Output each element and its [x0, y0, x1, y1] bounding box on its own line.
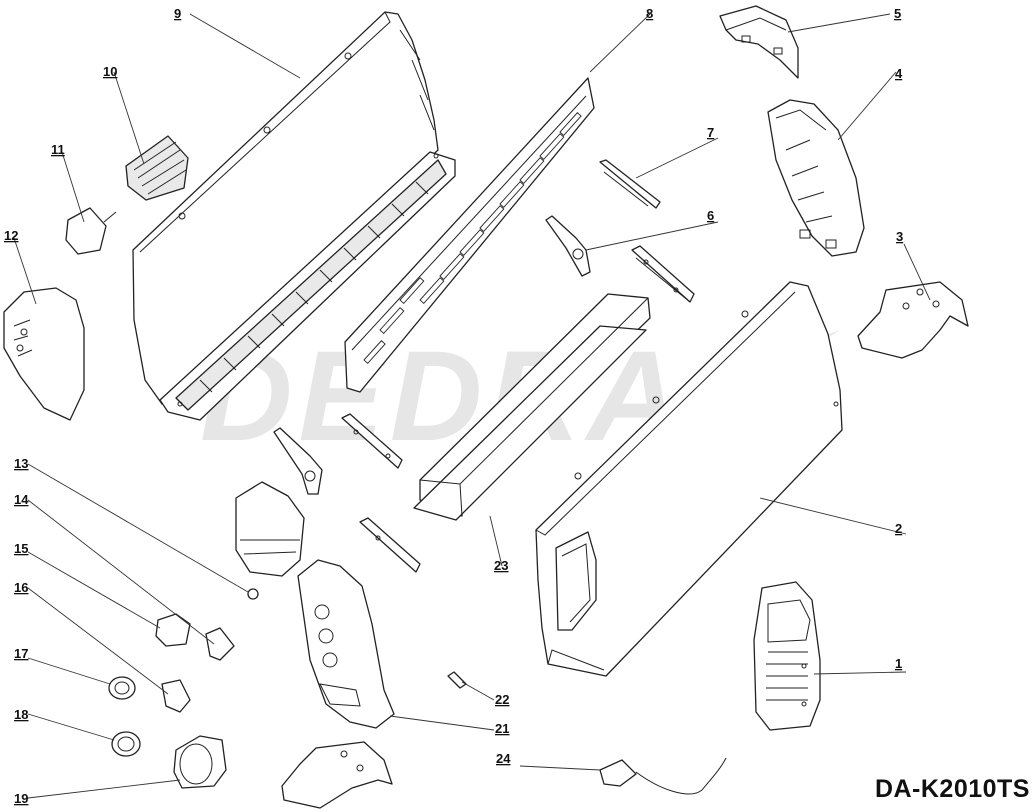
- callout-4: 4: [895, 66, 903, 81]
- part-11-thermal-fuse: [65, 207, 117, 255]
- part-14-connector: [205, 627, 235, 661]
- callout-17: 17: [14, 646, 28, 661]
- callout-21: 21: [495, 721, 509, 736]
- part-4-side-cover: [767, 99, 865, 257]
- callout-19: 19: [14, 791, 28, 806]
- mounting-rail-upper: [631, 245, 695, 303]
- callout-13: 13: [14, 456, 28, 471]
- callout-18: 18: [14, 707, 28, 722]
- part-21-control-bezel: [297, 559, 395, 729]
- callout-12: 12: [4, 228, 18, 243]
- part-8-slotted-grille: [344, 77, 595, 393]
- part-3-foot: [857, 281, 969, 359]
- callout-1: 1: [895, 656, 902, 671]
- callout-23: 23: [494, 558, 508, 573]
- part-19-fan-motor: [173, 735, 227, 789]
- callout-11: 11: [51, 142, 65, 157]
- part-2-rear-housing: [535, 281, 843, 677]
- part-18-knob-cap: [111, 731, 141, 757]
- callout-3: 3: [896, 229, 903, 244]
- callout-5: 5: [894, 6, 901, 21]
- thermostat-lever-left: [273, 427, 323, 495]
- part-16-clip: [161, 679, 191, 713]
- model-code-label: DA-K2010TS: [874, 775, 1030, 803]
- callout-2: 2: [895, 521, 902, 536]
- leader-lines: [13, 13, 931, 799]
- part-15-switch-block: [155, 613, 191, 647]
- part-22-pin: [447, 671, 467, 689]
- callout-7: 7: [707, 125, 714, 140]
- part-12-motor-housing: [3, 287, 85, 421]
- callout-9: 9: [174, 6, 181, 21]
- part-10-heating-coil: [125, 135, 189, 201]
- part-7-bracket: [599, 159, 661, 209]
- fan-shroud: [235, 481, 305, 577]
- callout-16: 16: [14, 580, 28, 595]
- part-13-pilot-lamp: [247, 588, 259, 600]
- callout-22: 22: [495, 692, 509, 707]
- bottom-foot: [281, 741, 393, 809]
- callout-24: 24: [496, 751, 511, 766]
- callout-6: 6: [707, 208, 714, 223]
- callout-10: 10: [103, 64, 117, 79]
- part-9-front-panel: [132, 11, 456, 421]
- callout-15: 15: [14, 541, 28, 556]
- callout-8: 8: [646, 6, 653, 21]
- part-5-end-cap: [719, 5, 799, 79]
- mounting-bracket-lower-mid: [359, 517, 421, 573]
- part-23-heating-channel: [413, 293, 651, 521]
- part-6-thermostat-lever: [545, 215, 591, 277]
- part-17-knob: [108, 676, 136, 700]
- part-1-control-panel: [753, 581, 821, 731]
- part-24-power-cord: [599, 757, 727, 795]
- mounting-bracket-lower-left: [341, 413, 403, 469]
- callout-14: 14: [14, 492, 29, 507]
- callout-numbers: 1 2 3 4 5 6 7 8 9 10 11 12 13 14 15 16 1…: [4, 6, 903, 806]
